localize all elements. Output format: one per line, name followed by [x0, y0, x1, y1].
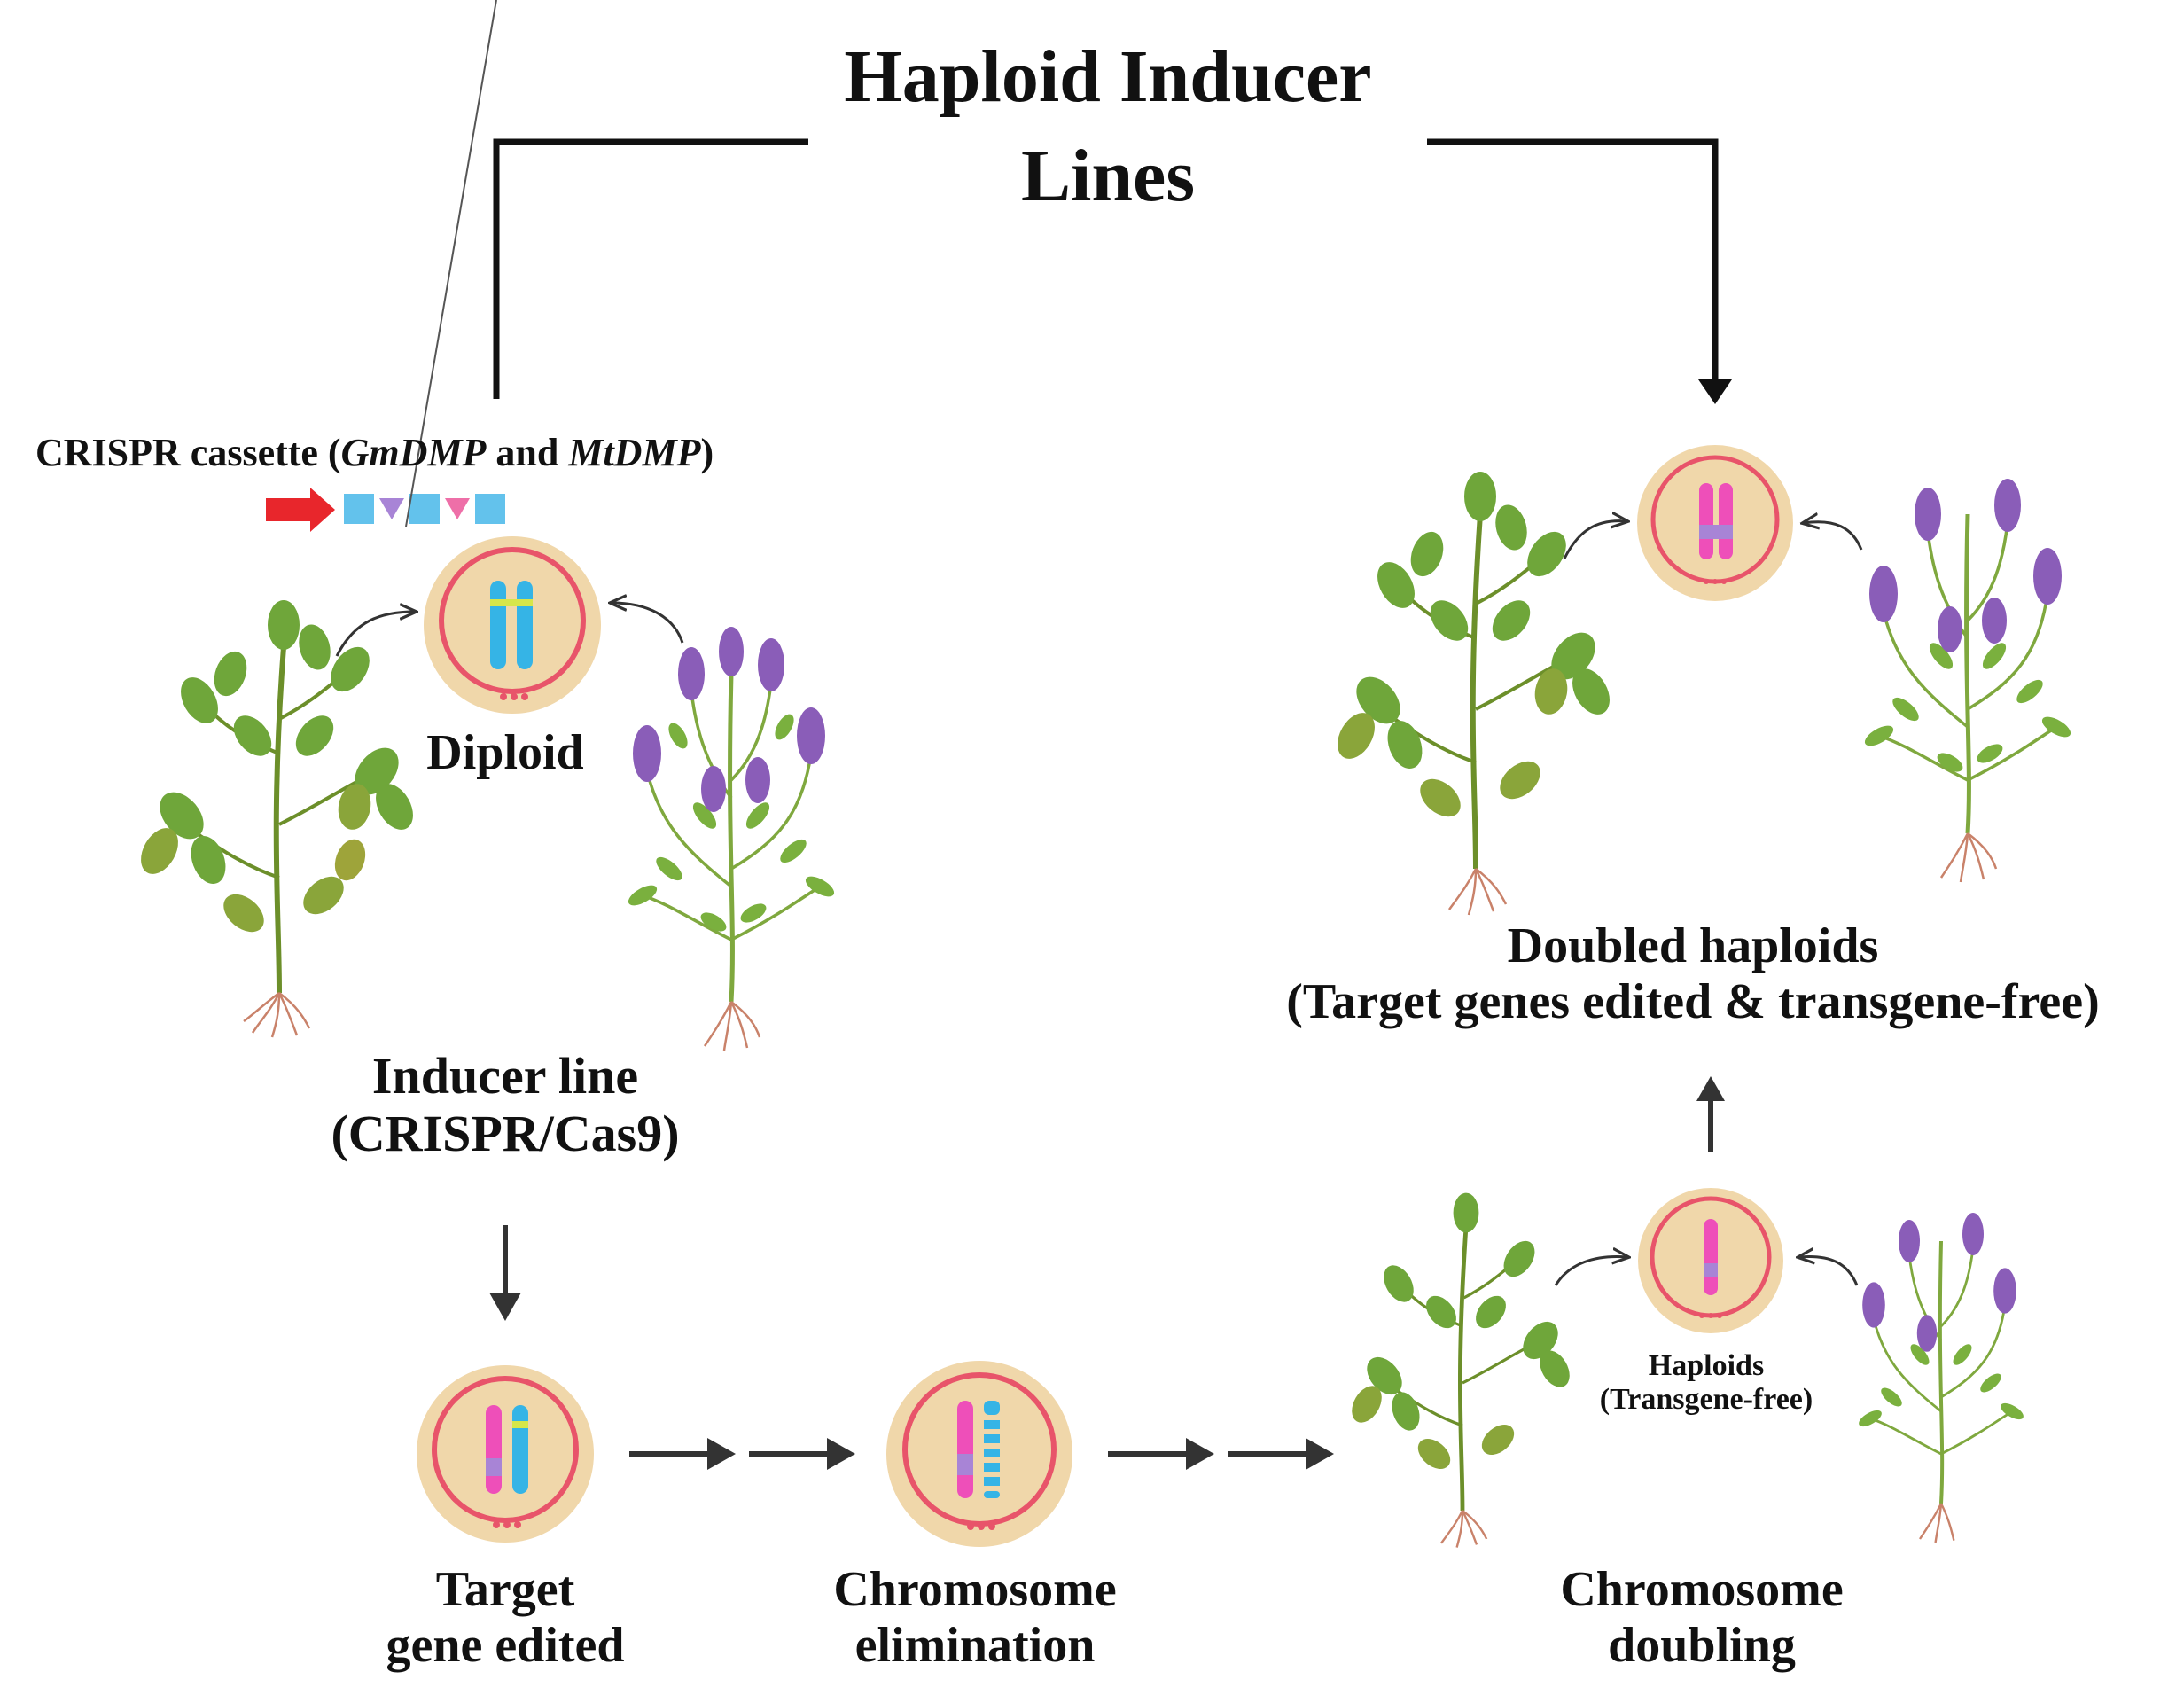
roots	[1440, 1510, 1488, 1548]
chromosome-doubling-line-2: doubling	[1608, 1617, 1796, 1673]
edit-site-marker	[490, 599, 533, 606]
cassette-triangle-2	[445, 498, 470, 519]
chromosome-pink-2	[1719, 483, 1733, 559]
curved-arrow-soy-to-diploid	[335, 612, 415, 657]
chromosome-pink-band	[486, 1458, 502, 1476]
cell-diploid	[424, 536, 601, 714]
cell-haploid	[1638, 1188, 1783, 1333]
roots	[703, 1001, 761, 1051]
promoter-arrow	[266, 488, 335, 532]
doubled-haploids-label: Doubled haploids (Target genes edited & …	[1223, 918, 2163, 1029]
chromosome-elimination-label: Chromosome elimination	[780, 1562, 1170, 1673]
inducer-line-line-1: Inducer line	[371, 1047, 639, 1105]
soybean-plant-right-top	[1338, 472, 1610, 916]
cassette-pointer	[405, 0, 497, 527]
cell-chromosome-elimination	[886, 1361, 1072, 1547]
target-gene-edited-label: Target gene edited	[319, 1562, 691, 1673]
gene-mtdmp: MtDMP	[568, 431, 701, 474]
right-connector-arrowhead	[1698, 379, 1732, 404]
roots	[1939, 832, 1998, 883]
left-connector-line	[493, 138, 808, 399]
haploids-label: Haploids (Transgene-free)	[1560, 1349, 1852, 1417]
chromosome-fragmented-blue	[984, 1401, 1000, 1498]
chromosome-band	[1699, 525, 1733, 539]
title-line-2: Lines	[1020, 135, 1196, 217]
cassette-box-2	[410, 494, 440, 524]
crispr-cassette-label: CRISPR cassette (GmDMP and MtDMP)	[35, 431, 714, 474]
target-gene-line-2: gene edited	[386, 1617, 625, 1673]
doubled-haploids-line-1: Doubled haploids	[1507, 918, 1879, 973]
diploid-label: Diploid	[426, 725, 584, 780]
cell-base-dots	[967, 1523, 995, 1530]
edit-site-marker	[512, 1421, 528, 1428]
cassette-box-1	[344, 494, 374, 524]
cell-target-gene	[417, 1365, 594, 1543]
right-connector-line	[1427, 138, 1719, 381]
title-connector	[493, 138, 1719, 399]
haploids-line-1: Haploids	[1648, 1349, 1765, 1382]
curved-arrow-soy-to-haploid	[1554, 1256, 1627, 1286]
chromosome-elimination-line-1: Chromosome	[833, 1562, 1117, 1617]
cassette-box-3	[475, 494, 505, 524]
curved-arrow-alfalfa-to-haploid	[1799, 1256, 1859, 1286]
gene-gmdmp: GmDMP	[340, 431, 487, 474]
cassette-triangle-1	[379, 498, 404, 519]
flow-arrows	[503, 1099, 1713, 1457]
cell-base-dots	[1704, 579, 1727, 584]
chromosome-pink-band	[1704, 1263, 1718, 1277]
title-line-1: Haploid Inducer	[844, 35, 1372, 118]
chromosome-pink	[486, 1405, 502, 1494]
soybean-plant-left	[141, 600, 413, 1038]
chromosome-pink	[957, 1401, 973, 1498]
curved-arrows	[335, 521, 1863, 1286]
inducer-line-line-2: (CRISPR/Cas9)	[331, 1104, 680, 1162]
cassette-suffix: )	[700, 431, 714, 474]
soybean-plant-right-bottom	[1352, 1192, 1570, 1548]
roots	[1919, 1503, 1955, 1543]
flowers	[633, 627, 825, 812]
chromosome-pink	[1704, 1219, 1718, 1295]
diagram-title: Haploid Inducer Lines	[727, 35, 1489, 234]
cell-base-dots	[500, 693, 528, 700]
chromosome-blue	[512, 1405, 528, 1494]
doubled-haploids-line-2: (Target genes edited & transgene-free)	[1286, 973, 2100, 1029]
roots	[243, 992, 311, 1038]
target-gene-line-1: Target	[435, 1562, 575, 1617]
curved-arrow-alfalfa-to-diploid	[612, 603, 684, 644]
chromosome-elimination-line-2: elimination	[854, 1617, 1096, 1673]
chromosome-doubling-label: Chromosome doubling	[1507, 1562, 1897, 1673]
flowers	[1862, 1213, 2016, 1352]
curved-arrow-alfalfa-to-doubled	[1804, 522, 1863, 551]
cell-base-dots	[1699, 1313, 1722, 1318]
alfalfa-plant-right-bottom	[1859, 1213, 2024, 1543]
flow-arrowheads	[489, 1076, 1725, 1470]
cell-doubled-haploid	[1637, 445, 1793, 601]
inducer-line-label: Inducer line (CRISPR/Cas9)	[257, 1047, 753, 1163]
curved-arrow-soy-to-doubled	[1563, 521, 1626, 559]
chromosome-pink-band	[957, 1454, 973, 1475]
crispr-cassette	[266, 0, 505, 532]
chromosome-pink-1	[1699, 483, 1713, 559]
flowers	[1869, 479, 2062, 652]
cassette-prefix: CRISPR cassette (	[35, 431, 341, 474]
roots	[1447, 868, 1508, 916]
alfalfa-plant-left	[628, 627, 835, 1051]
haploids-line-2: (Transgene-free)	[1599, 1383, 1814, 1417]
chromosome-doubling-line-1: Chromosome	[1560, 1562, 1844, 1617]
alfalfa-plant-right-top	[1864, 479, 2071, 883]
cassette-middle: and	[486, 431, 569, 474]
cell-base-dots	[493, 1521, 521, 1528]
